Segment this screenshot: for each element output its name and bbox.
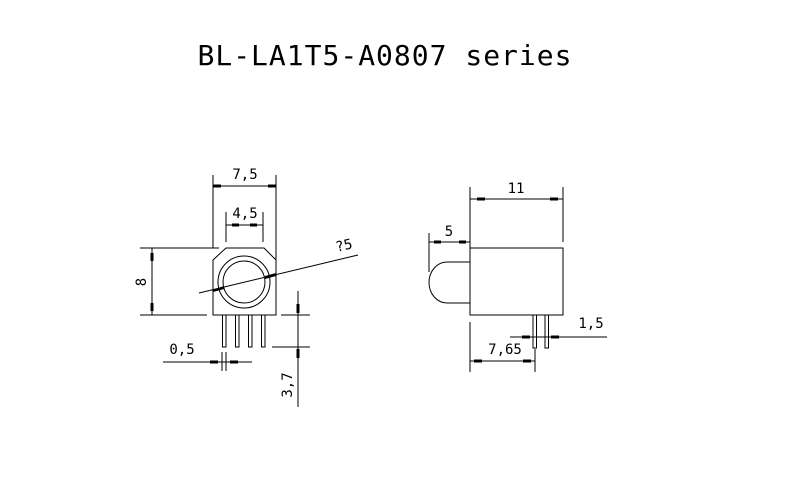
lens-inner-ring: [222, 260, 266, 304]
svg-text:4,5: 4,5: [232, 206, 257, 222]
side-view: 11 5 1,5 7,65: [428, 181, 607, 372]
side-lens-dome: [428, 261, 470, 304]
dim-pin-length: 3,7: [272, 291, 310, 407]
dim-width: 7,5: [212, 167, 277, 260]
dim-pin-pitch: 1,5: [510, 316, 607, 339]
svg-text:7,5: 7,5: [232, 167, 257, 183]
front-body-outline: [212, 247, 277, 316]
dim-height: 8: [134, 247, 219, 316]
svg-text:7,65: 7,65: [488, 342, 522, 358]
lens-outer-ring: [217, 255, 271, 309]
svg-text:3,7: 3,7: [280, 372, 296, 397]
drawing-title: BL-LA1T5-A0807 series: [197, 39, 572, 72]
dim-length: 11: [469, 181, 564, 248]
svg-text:5: 5: [445, 224, 453, 240]
side-body-outline: [469, 247, 564, 316]
front-view: 7,5 4,5 8 ?5: [134, 167, 359, 407]
svg-text:11: 11: [508, 181, 525, 197]
dim-pin-width: 0,5: [163, 342, 252, 371]
svg-text:?5: ?5: [334, 236, 354, 255]
side-pins: [532, 314, 549, 349]
dim-diameter: ?5: [198, 236, 359, 294]
dim-pin-offset: 7,65: [469, 322, 536, 372]
dim-lens-width: 4,5: [225, 206, 264, 242]
svg-text:1,5: 1,5: [578, 316, 603, 332]
front-pins: [222, 314, 266, 348]
dim-lens-protrusion: 5: [428, 224, 470, 272]
svg-text:8: 8: [134, 278, 150, 286]
svg-text:0,5: 0,5: [169, 342, 194, 358]
